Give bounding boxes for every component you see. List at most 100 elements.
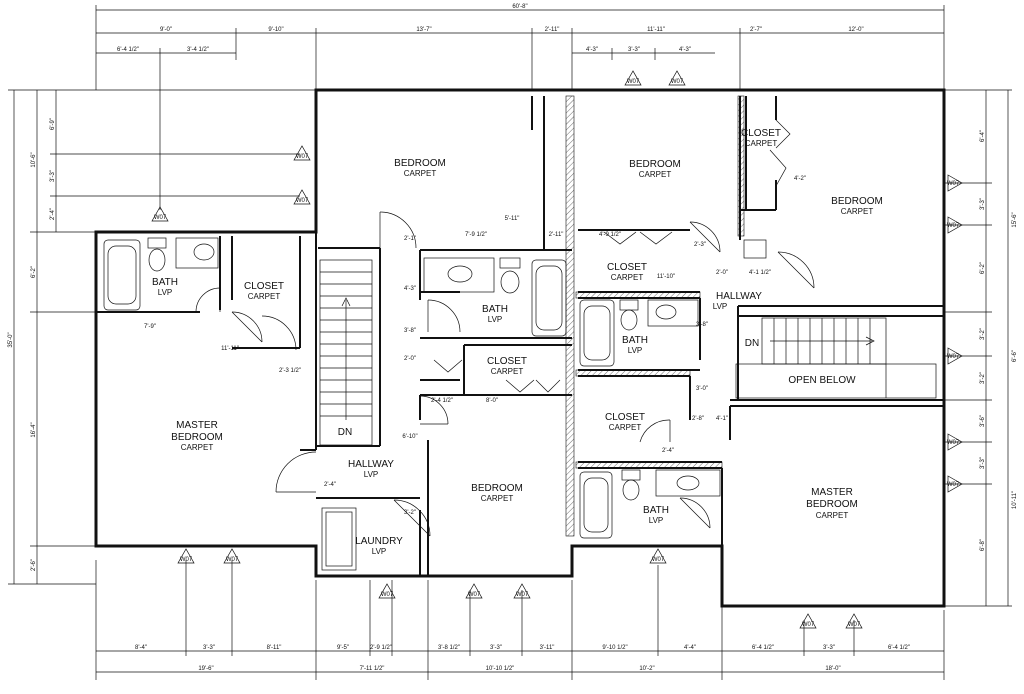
door-swings [195,119,815,537]
master-right-floor: CARPET [816,511,849,520]
dim-interior: 8'-0" [486,398,498,404]
laundry-floor: LVP [372,547,387,556]
stair-right [735,317,937,399]
bath-right-center-floor: LVP [628,346,643,355]
window-tag: W07 [947,433,963,451]
bath-center-name: BATH [482,304,508,315]
dim-bottom: 3'-3" [823,645,835,651]
dim-bottom-total: 19'-6" [198,666,213,672]
dim-bottom: 6'-4 1/2" [752,645,774,651]
bath-lower-center-floor: LVP [649,516,664,525]
dim-bottom: 8'-11" [267,645,282,651]
hallway-right-name: HALLWAY [716,291,762,302]
closet-center-floor: CARPET [491,367,524,376]
svg-text:W07: W07 [671,79,684,85]
bath-right-center-name: BATH [622,335,648,346]
dim-bottom-total: 18'-0" [825,666,840,672]
room-labels: MASTER BEDROOM CARPET BATH LVP CLOSET CA… [152,128,883,556]
dim-interior: 4'-3" [404,286,416,292]
window-tag: W07 [845,613,863,629]
dim-top-sub: 3'-3" [628,47,640,53]
window-tag: W07 [947,216,963,234]
svg-text:W07: W07 [627,79,640,85]
dim-interior: 2'-1" [404,236,416,242]
window-tag: W07 [947,174,963,192]
dim-bottom: 9'-10 1/2" [602,645,627,651]
svg-text:W07: W07 [226,557,239,563]
window-tag: W07 [624,70,642,86]
laundry-name: LAUNDRY [355,536,403,547]
dim-top: 9'-10" [268,27,283,33]
closet-left-floor: CARPET [248,292,281,301]
bedroom-top-right-name: BEDROOM [831,196,883,207]
svg-text:W07: W07 [947,181,960,187]
dim-interior: 4'-9 1/2" [599,232,621,238]
hallway-left-floor: LVP [364,470,379,479]
dim-left-sub: 2'-4" [50,208,56,220]
dim-top-sub: 3'-4 1/2" [187,47,209,53]
dim-interior: 11'-10" [657,274,675,280]
window-tag: W07 [293,189,311,205]
bedroom-bottom-center-name: BEDROOM [471,483,523,494]
dim-interior: 2'-4 1/2" [431,398,453,404]
svg-text:W07: W07 [381,592,394,598]
dim-right: 3'-6" [980,415,986,427]
dim-bottom: 4'-4" [684,645,696,651]
dim-right: 6'-8" [980,539,986,551]
dim-left: 16'-4" [31,422,37,437]
closet-lower-center-floor: CARPET [609,423,642,432]
dim-interior: 2'-4" [324,482,336,488]
svg-text:W07: W07 [947,482,960,488]
dim-top: 9'-0" [160,27,172,33]
dim-interior: 11'-11" [221,346,239,352]
dim-top: 12'-0" [848,27,863,33]
window-tag: W07 [649,548,667,564]
dim-interior: 7'-9" [144,324,156,330]
svg-text:W07: W07 [296,198,309,204]
dim-interior: 2'-0" [404,356,416,362]
hallway-left-name: HALLWAY [348,459,394,470]
closet-left-name: CLOSET [244,281,284,292]
dim-right: 3'-3" [980,457,986,469]
dim-left-sub: 3'-3" [50,170,56,182]
dim-left-sub: 6'-9" [50,118,56,130]
dim-top: 2'-7" [750,27,762,33]
dim-interior: 4'-2" [794,176,806,182]
dim-interior: 5'-11" [505,216,520,222]
dim-interior: 2'-3" [694,242,706,248]
dim-interior: 2'-11" [549,232,564,238]
window-tag: W07 [465,583,483,599]
dim-bottom: 2'-9 1/2" [370,645,392,651]
stair-left-label: DN [338,427,352,438]
bedroom-top-center-floor: CARPET [404,169,437,178]
closet-top-right-floor: CARPET [745,139,778,148]
dim-left-outer: 35'-0" [8,332,14,347]
dim-top: 11'-11" [647,27,665,33]
window-tag: W07 [151,206,169,222]
bath-fixtures [103,237,767,571]
dim-interior: 7'-9 1/2" [465,232,487,238]
dim-interior: 2'-4" [662,448,674,454]
svg-text:W07: W07 [947,223,960,229]
dim-interior: 3'-8" [404,328,416,334]
closet-lower-center-name: CLOSET [605,412,645,423]
dim-interior: 6'-10" [402,434,417,440]
master-left-line2: BEDROOM [171,432,223,443]
dim-interior: 3'-8" [696,322,708,328]
dim-interior: 4'-1 1/2" [749,270,771,276]
bedroom-top-center-name: BEDROOM [394,158,446,169]
bedroom-top-right-center-name: BEDROOM [629,159,681,170]
dim-right: 3'-2" [980,372,986,384]
svg-text:W07: W07 [802,622,815,628]
dim-interior: 2'-0" [716,270,728,276]
svg-text:W07: W07 [180,557,193,563]
stair-left [319,259,373,446]
bedroom-top-right-center-floor: CARPET [639,170,672,179]
master-right-line1: MASTER [811,487,853,498]
window-tag: W07 [223,548,241,564]
bath-top-left-name: BATH [152,277,178,288]
dim-right: 6'-6" [1012,350,1018,362]
master-left-line1: MASTER [176,420,218,431]
dim-bottom: 3'-11" [540,645,555,651]
